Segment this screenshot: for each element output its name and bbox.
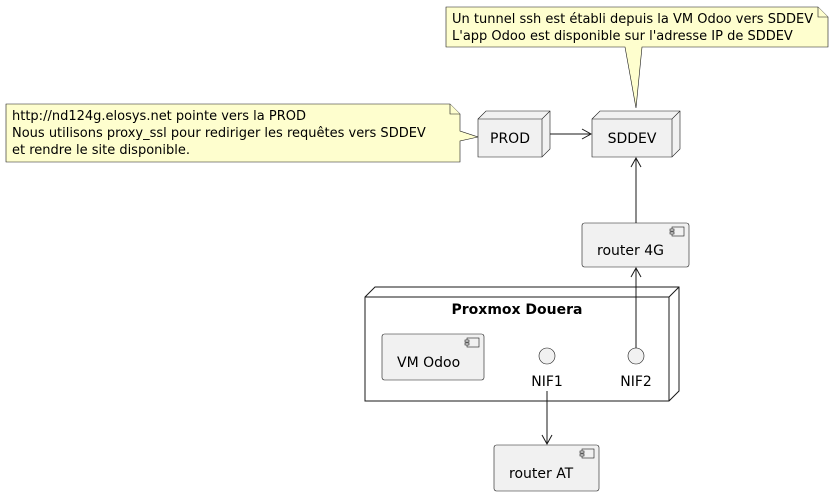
note-tunnel-line-1: Un tunnel ssh est établi depuis la VM Od… [452, 12, 813, 27]
interface-nif1-label: NIF1 [531, 374, 563, 390]
component-icon [579, 448, 595, 459]
note-proxy: http://nd124g.elosys.net pointe vers la … [5, 103, 480, 163]
note-proxy-line-3: et rendre le site disponible. [12, 143, 190, 158]
node-proxmox-title: Proxmox Douera [452, 302, 583, 318]
interface-nif1: NIF1 [531, 347, 563, 390]
note-proxy-line-2: Nous utilisons proxy_ssl pour rediriger … [12, 126, 426, 141]
node-sddev: SDDEV [591, 110, 681, 158]
interface-nif2: NIF2 [620, 347, 652, 390]
note-proxy-line-1: http://nd124g.elosys.net pointe vers la … [12, 109, 306, 124]
component-router-at: router AT [493, 444, 600, 492]
edge-prod-to-sddev [550, 128, 593, 140]
component-router-4g-label: router 4G [597, 243, 664, 259]
interface-icon [538, 347, 556, 365]
component-icon [669, 226, 685, 237]
component-icon [464, 337, 480, 348]
interface-nif2-label: NIF2 [620, 374, 652, 390]
node-sddev-label: SDDEV [608, 131, 657, 147]
edge-router4g-to-sddev [630, 156, 642, 223]
interface-icon [627, 347, 645, 365]
node-prod: PROD [477, 110, 551, 158]
component-router-at-label: router AT [509, 466, 574, 482]
component-router-4g: router 4G [581, 222, 690, 268]
note-tunnel: Un tunnel ssh est établi depuis la VM Od… [445, 6, 829, 109]
edge-nif1-to-routerat [541, 391, 553, 446]
edge-nif2-to-router4g [630, 266, 642, 348]
component-vm-odoo-label: VM Odoo [397, 355, 460, 371]
node-prod-label: PROD [490, 131, 530, 147]
component-vm-odoo: VM Odoo [381, 333, 485, 381]
note-tunnel-line-2: L'app Odoo est disponible sur l'adresse … [452, 29, 793, 44]
